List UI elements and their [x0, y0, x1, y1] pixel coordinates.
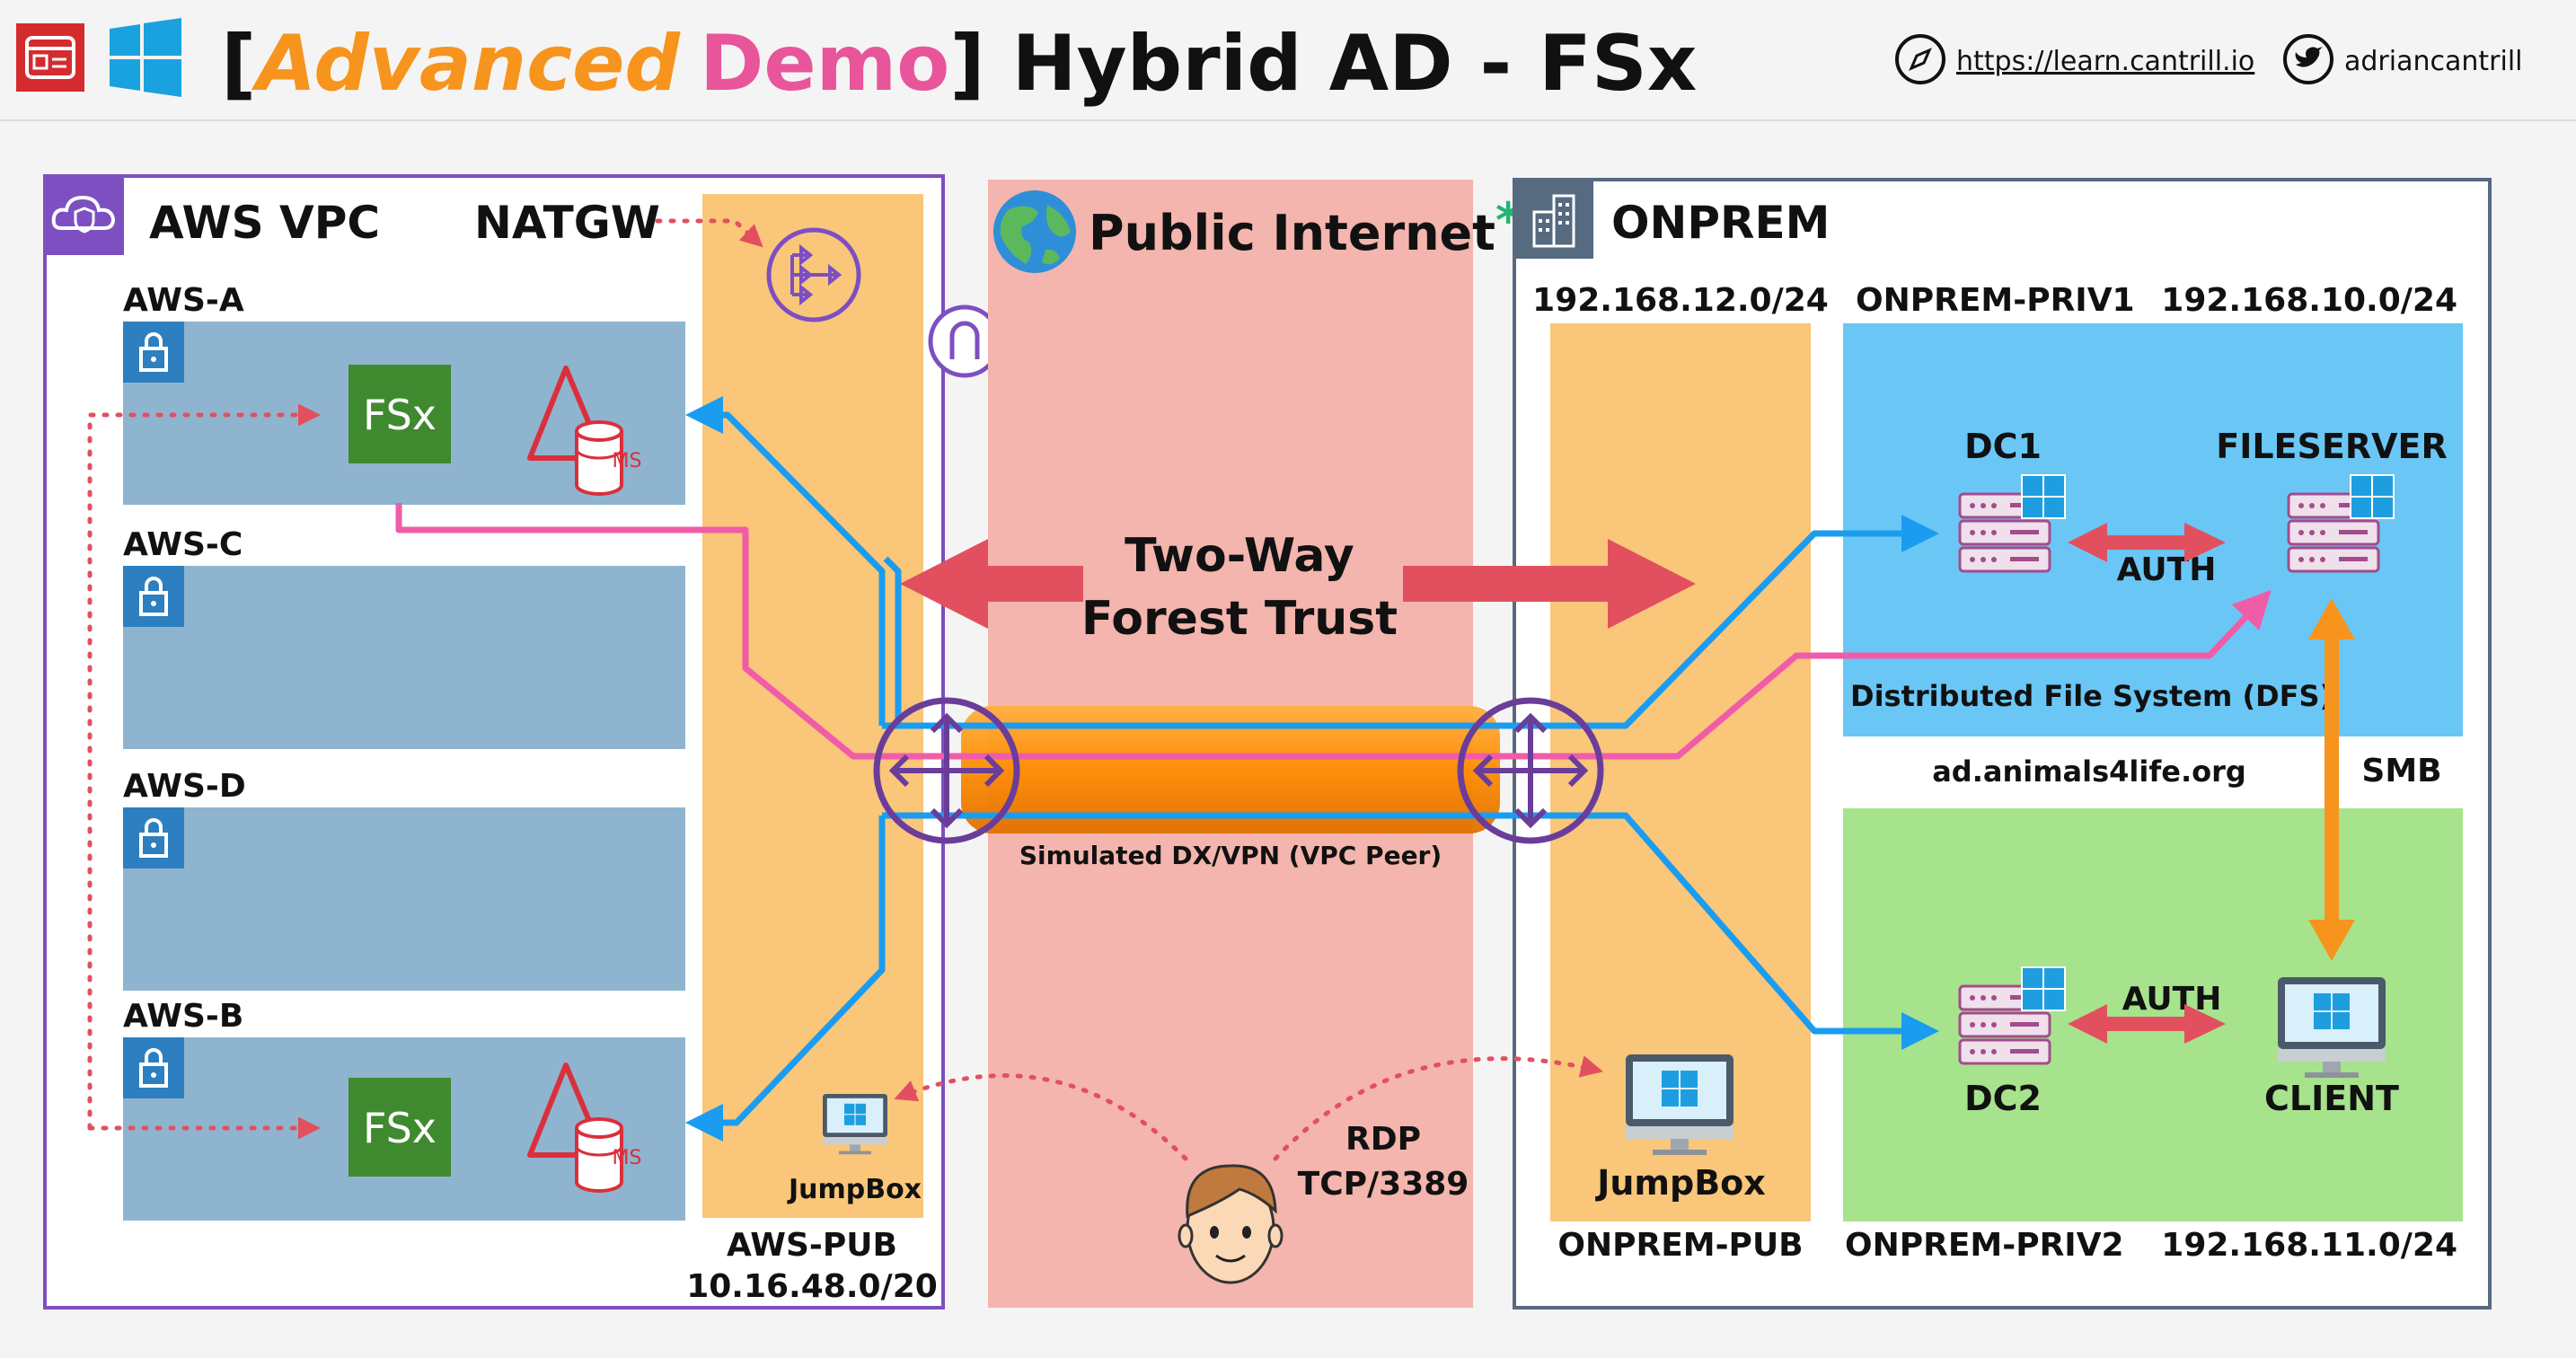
smb-arrow [2308, 598, 2355, 961]
domain-label: ad.animals4life.org [1932, 754, 2246, 789]
aws-vpc-label: AWS VPC [149, 197, 380, 249]
course-link[interactable]: https://learn.cantrill.io [1956, 46, 2254, 77]
trust-arrows [900, 539, 1696, 629]
aws-router-icon [877, 701, 1017, 841]
trust-label-line2: Forest Trust [1081, 592, 1398, 646]
auth-arrow-dc1-fileserver [2068, 523, 2226, 562]
route-dotted-fsx-a [87, 403, 321, 1131]
windows-logo-icon [110, 18, 181, 97]
dc1-label: DC1 [1964, 427, 2042, 466]
svg-text:FSx: FSx [363, 391, 437, 439]
globe-icon [993, 190, 1076, 273]
twitter-icon [2283, 34, 2333, 84]
aws-pub-subnet [702, 194, 923, 1218]
onprem-priv2-label: ONPREM-PRIV2 [1845, 1227, 2124, 1264]
fsx-a-icon: FSx [348, 365, 451, 463]
vpn-label: Simulated DX/VPN (VPC Peer) [1019, 841, 1442, 870]
auth-label-1: AUTH [2117, 551, 2217, 588]
svg-text:FSx: FSx [363, 1104, 437, 1152]
route-dotted-rdp-aws [894, 1073, 1188, 1161]
vpn-tunnel [961, 706, 1500, 833]
onprem-jumpbox-label: JumpBox [1594, 1163, 1766, 1203]
svg-text:MS: MS [613, 1147, 642, 1169]
onprem-priv1-label: ONPREM-PRIV1 [1856, 282, 2135, 319]
aws-vpc: AWS VPC NATGW AWS-A AWS-C AWS-D AWS-B FS… [43, 174, 1001, 1310]
subnet-label-aws-d: AWS-D [123, 768, 246, 805]
client-label: CLIENT [2264, 1079, 2399, 1118]
fsx-b-icon: FSx [348, 1078, 451, 1177]
trust-label-line1: Two-Way [1125, 529, 1354, 583]
route-blue-aws-a [685, 396, 886, 726]
managed-ad-a-icon: MS [530, 368, 641, 494]
fileserver-label: FILESERVER [2216, 427, 2447, 466]
aws-jumpbox-label: JumpBox [787, 1174, 922, 1205]
onprem-router-icon [1460, 701, 1601, 841]
onprem-priv2-cidr: 192.168.11.0/24 [2161, 1227, 2457, 1264]
aws-c-subnet [123, 566, 685, 749]
lock-icon [121, 564, 186, 629]
onprem-priv1-cidr: 192.168.10.0/24 [2161, 282, 2457, 319]
lock-icon [121, 1036, 186, 1100]
onprem: ONPREM 192.168.12.0/24 ONPREM-PRIV1 192.… [1513, 178, 2492, 1310]
rdp-label-line2: TCP/3389 [1298, 1166, 1469, 1203]
managed-ad-b-icon: MS [530, 1065, 641, 1191]
subnet-label-aws-c: AWS-C [123, 526, 243, 563]
internet-gateway-icon [928, 304, 1001, 378]
aws-d-subnet [123, 807, 685, 991]
smb-label: SMB [2361, 753, 2441, 789]
subnet-label-aws-a: AWS-A [123, 282, 244, 319]
svg-text:MS: MS [613, 450, 642, 472]
route-blue-aws-b [685, 816, 886, 1142]
onprem-label: ONPREM [1611, 197, 1830, 249]
onprem-pub-cidr: 192.168.12.0/24 [1532, 282, 1829, 319]
building-icon [1514, 180, 1593, 259]
subnet-label-aws-b: AWS-B [123, 998, 243, 1035]
public-internet-label: Public Internet* [1089, 192, 1521, 261]
nat-gateway-icon [766, 227, 861, 322]
dfs-label: Distributed File System (DFS) [1850, 679, 2333, 713]
trust-arrow-left [900, 539, 1083, 629]
lock-icon [121, 806, 186, 870]
routes [87, 218, 2272, 1161]
compass-icon [1895, 34, 1945, 84]
natgw-label: NATGW [474, 197, 660, 249]
console-icon [16, 23, 84, 92]
aws-pub-cidr: 10.16.48.0/20 [686, 1268, 938, 1305]
auth-arrow-dc2-client [2068, 1004, 2226, 1044]
route-dotted-natgw [655, 218, 763, 248]
route-blue-aws-a-edge [883, 556, 902, 726]
aws-pub-label: AWS-PUB [727, 1227, 897, 1264]
route-dotted-rdp-onprem [1273, 1055, 1603, 1161]
auth-arrows [2068, 523, 2226, 1044]
vpc-cloud-icon [45, 176, 124, 255]
lock-icon [121, 320, 186, 384]
user-face-icon [1178, 1164, 1284, 1284]
trust-arrow-right [1403, 539, 1696, 629]
dc2-label: DC2 [1964, 1079, 2042, 1118]
twitter-handle[interactable]: adriancantrill [2344, 46, 2523, 77]
auth-label-2: AUTH [2122, 981, 2222, 1018]
onprem-pub-label: ONPREM-PUB [1557, 1227, 1803, 1264]
route-pink-dfs [395, 503, 2272, 760]
rdp-label-line1: RDP [1345, 1121, 1421, 1158]
